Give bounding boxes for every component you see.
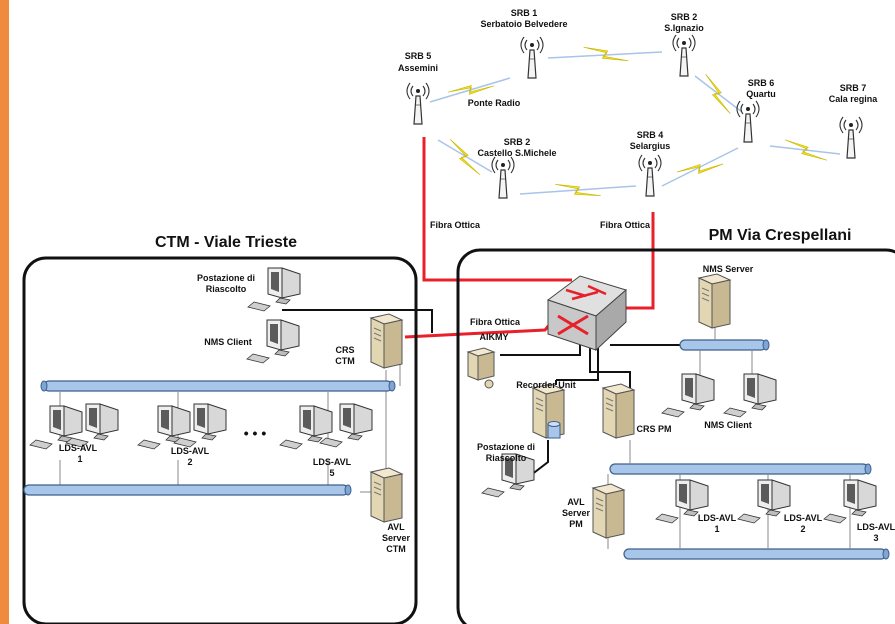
nms-server-label: NMS Server xyxy=(703,264,754,274)
accent-bar xyxy=(0,0,9,624)
srb7-label: SRB 7 xyxy=(840,83,867,93)
avl-ctm-sublabel: Server xyxy=(382,533,411,543)
nms-client-ctm-label: NMS Client xyxy=(204,337,252,347)
nms-client-pm-b-icon xyxy=(723,373,777,418)
srb2b-sublabel: Castello S.Michele xyxy=(477,148,556,158)
postazione-pm-label: Postazione di xyxy=(477,442,535,452)
srb2b-label: SRB 2 xyxy=(504,137,531,147)
postazione-ctm-icon xyxy=(247,267,301,312)
avl-pm-label: AVL xyxy=(567,497,585,507)
srb2a-sublabel: S.Ignazio xyxy=(664,23,704,33)
pm-bus-mid xyxy=(609,463,872,475)
avl-pm-sublabel: Server xyxy=(562,508,591,518)
pm-bus-bottom xyxy=(623,548,890,560)
fibra-left-label: Fibra Ottica xyxy=(430,220,481,230)
crs-pm-server-icon xyxy=(602,383,635,439)
pm-title: PM Via Crespellani xyxy=(709,227,852,244)
srb4-sublabel: Selargius xyxy=(630,141,671,151)
srb6-sublabel: Quartu xyxy=(746,89,776,99)
pm-bus-nms xyxy=(679,339,770,351)
nms-client-ctm-icon xyxy=(246,319,300,364)
ctm-bus-top xyxy=(40,380,396,392)
recorder-label: Recorder Unit xyxy=(516,380,576,390)
lds2-pm-label: LDS-AVL xyxy=(784,513,823,523)
lds5-ctm-label: LDS-AVL xyxy=(313,457,352,467)
antenna-srb7-icon xyxy=(839,116,863,159)
lds2-ctm-num: 2 xyxy=(187,457,192,467)
nms-client-pm-label: NMS Client xyxy=(704,420,752,430)
lds2-ctm-label: LDS-AVL xyxy=(171,446,210,456)
storage-cylinder-icon xyxy=(547,421,561,439)
lds3-pm-num: 3 xyxy=(873,533,878,543)
lds1-ctm-num: 1 xyxy=(77,454,82,464)
avl-ctm-label: AVL xyxy=(387,522,405,532)
avl-ctm-sublabel2: CTM xyxy=(386,544,406,554)
crs-ctm-server-icon xyxy=(370,313,403,369)
antenna-srb5-icon xyxy=(406,82,430,125)
router-icon xyxy=(546,275,628,352)
lds1-pm-num: 1 xyxy=(714,524,719,534)
srb5-sublabel: Assemini xyxy=(398,63,438,73)
crs-pm-label: CRS PM xyxy=(636,424,671,434)
lds1-pm-label: LDS-AVL xyxy=(698,513,737,523)
lds2-pm-num: 2 xyxy=(800,524,805,534)
nms-client-pm-a-icon xyxy=(661,373,715,418)
antenna-srb2b-icon xyxy=(491,156,515,199)
avl-server-pm-icon xyxy=(592,483,625,539)
fibra-mid-label: Fibra Ottica xyxy=(470,317,521,327)
postazione-ctm-sublabel: Riascolto xyxy=(206,284,247,294)
srb1-label: SRB 1 xyxy=(511,8,538,18)
pm-site-box xyxy=(456,248,895,624)
lds1-ctm-label: LDS-AVL xyxy=(59,443,98,453)
ctm-title: CTM - Viale Trieste xyxy=(155,234,297,251)
nms-server-pm-icon xyxy=(698,273,731,329)
lds3-pm-label: LDS-AVL xyxy=(857,522,895,532)
aikmy-icon xyxy=(466,347,496,389)
postazione-pm-sublabel: Riascolto xyxy=(486,453,527,463)
fibra-right-label: Fibra Ottica xyxy=(600,220,651,230)
lds5-ctm-num: 5 xyxy=(329,468,334,478)
crs-ctm-label: CRS xyxy=(335,345,354,355)
antenna-srb2a-icon xyxy=(672,34,696,77)
srb5-label: SRB 5 xyxy=(405,51,432,61)
srb7-sublabel: Cala regina xyxy=(829,94,879,104)
ctm-bus-bottom xyxy=(23,484,352,496)
antenna-srb6-icon xyxy=(736,100,760,143)
avl-pm-sublabel2: PM xyxy=(569,519,583,529)
avl-server-ctm-icon xyxy=(370,467,403,523)
ctm-site-box xyxy=(22,256,418,624)
srb4-label: SRB 4 xyxy=(637,130,664,140)
ctm-cabling xyxy=(282,309,433,333)
lds2-pm-icon xyxy=(737,479,791,524)
postazione-ctm-label: Postazione di xyxy=(197,273,255,283)
antenna-srb4-icon xyxy=(638,154,662,197)
radio-links xyxy=(429,44,841,201)
lds-ellipsis: • • • xyxy=(244,425,267,441)
ponte-radio-label: Ponte Radio xyxy=(468,98,521,108)
crs-ctm-sublabel: CTM xyxy=(335,356,355,366)
srb1-sublabel: Serbatoio Belvedere xyxy=(480,19,567,29)
aikmy-label: AIKMY xyxy=(480,332,509,342)
srb6-label: SRB 6 xyxy=(748,78,775,88)
srb2a-label: SRB 2 xyxy=(671,12,698,22)
antenna-srb1-icon xyxy=(520,36,544,79)
